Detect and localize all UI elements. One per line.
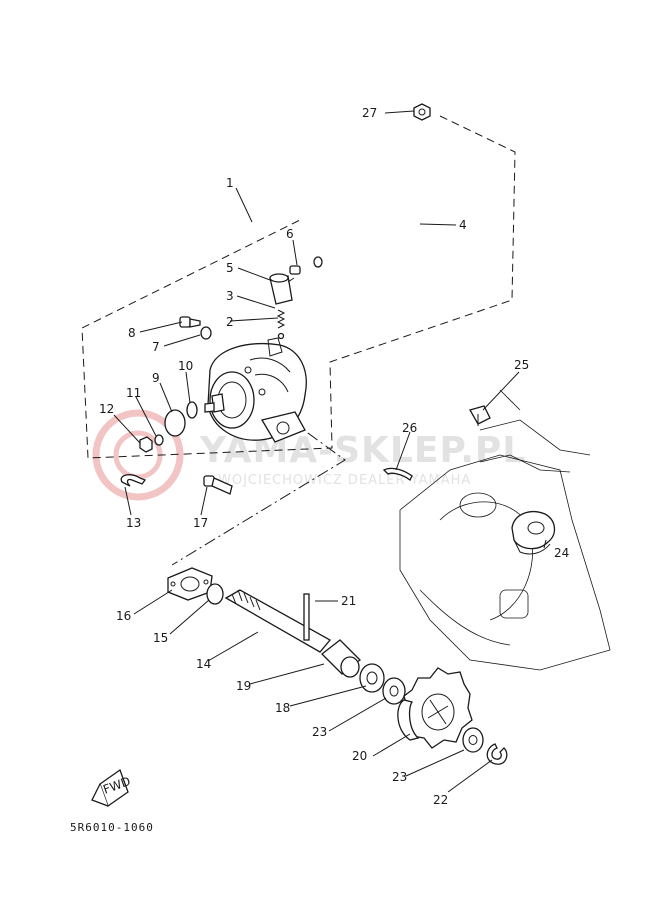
part-24-cover [511,511,556,555]
callout-27: 27 [362,106,377,120]
callout-12: 12 [99,402,114,416]
callout-20: 20 [352,749,367,763]
callout-9: 9 [152,371,160,385]
callout-1: 1 [226,176,234,190]
callout-17: 17 [193,516,208,530]
part-11-washer [154,434,164,446]
callout-3: 3 [226,289,234,303]
fwd-arrow-icon: FWD [91,768,132,808]
callout-10: 10 [178,359,193,373]
callout-22: 22 [433,793,448,807]
callout-15: 15 [153,631,168,645]
callout-26: 26 [402,421,417,435]
assembly-boundary-lower [171,419,346,566]
callout-18: 18 [275,701,290,715]
callout-23-upper: 23 [312,725,327,739]
part-7-washer [200,326,212,340]
callout-25: 25 [514,358,529,372]
callout-24: 24 [554,546,569,560]
part-17-bolt [203,475,233,495]
part-26-clip [382,467,413,481]
callout-13: 13 [126,516,141,530]
part-25-clamp [469,405,491,426]
part-2-check-ball [277,332,285,340]
part-23-washer-lower [462,727,484,753]
part-4-oil-hose [313,119,449,268]
part-10-washer [186,401,198,419]
part-16-gasket [167,567,213,601]
callout-16: 16 [116,609,131,623]
part-20-driven-gear [397,667,473,749]
part-8-screw [179,316,201,328]
part-23-washer-upper [382,677,406,705]
callout-6: 6 [286,227,294,241]
callout-5: 5 [226,261,234,275]
callout-8: 8 [128,326,136,340]
part-3-spring [276,309,286,329]
part-9-plate [164,409,186,437]
callout-21: 21 [341,594,356,608]
part-15-oring [206,583,224,605]
engine-case [399,389,611,671]
watermark-subtext: WOJCIECHOWICZ DEALER YAMAHA [218,473,471,488]
part-22-circlip [486,743,508,765]
part-13-clip [120,474,147,487]
part-27-nut [413,103,431,121]
callout-14: 14 [196,657,211,671]
part-21-pin [303,593,310,641]
callout-11: 11 [126,386,141,400]
watermark-ring-icon [92,409,184,501]
part-12-nut [139,436,153,453]
callout-labels: 27 1 4 6 5 3 2 8 7 9 10 11 12 13 17 25 2… [99,106,569,807]
part-18-washer [359,663,385,693]
callout-4: 4 [459,218,467,232]
diagram-code: 5R6010-1060 [70,821,154,834]
callout-7: 7 [152,340,160,354]
part-14-drive-shaft [224,589,332,653]
callout-19: 19 [236,679,251,693]
part-19-collar [321,639,361,678]
part-6-clip [289,265,301,275]
part-5-union [269,273,295,305]
leader-lines [113,110,547,793]
oil-pump-body [204,337,307,443]
callout-23-lower: 23 [392,770,407,784]
assembly-boundary [81,115,516,459]
callout-2: 2 [226,315,234,329]
